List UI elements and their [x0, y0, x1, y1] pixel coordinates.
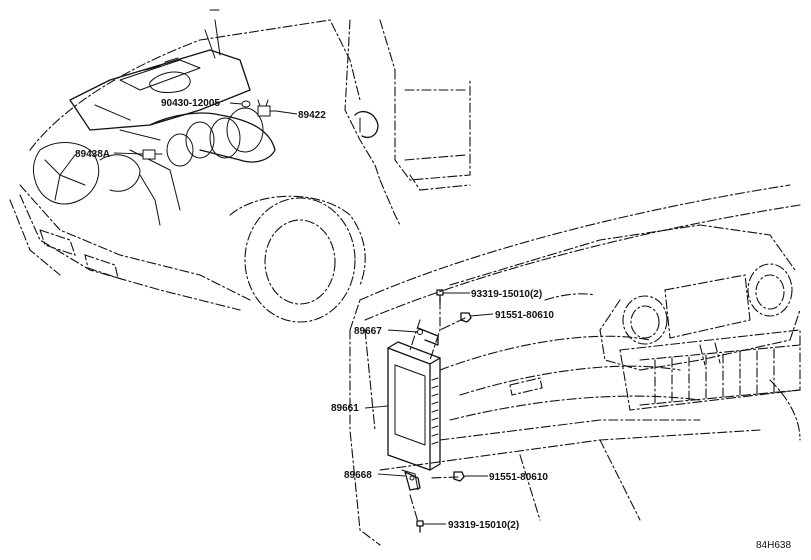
label-91551-80610-bottom: 91551-80610 — [489, 472, 548, 483]
leader-89668 — [377, 473, 406, 477]
leader-91551-top — [469, 313, 494, 317]
dashboard-drawing — [349, 184, 801, 546]
washer-90430-icon — [241, 100, 251, 108]
label-93319-15010-top: 93319-15010(2) — [471, 289, 542, 300]
label-89667: 89667 — [354, 326, 382, 337]
label-89438a: 89438A — [75, 149, 110, 160]
leader-89422 — [275, 110, 298, 115]
sensor-89422-icon — [257, 99, 277, 117]
sensor-89438a-icon — [142, 149, 163, 160]
label-89668: 89668 — [344, 470, 372, 481]
leader-89438a — [113, 152, 144, 155]
label-93319-15010-bottom: 93319-15010(2) — [448, 520, 519, 531]
engine-bay-drawing — [9, 9, 471, 323]
label-89422: 89422 — [298, 110, 326, 121]
nut-91551-top-icon — [460, 312, 472, 323]
label-91551-80610-top: 91551-80610 — [495, 310, 554, 321]
nut-91551-bottom-icon — [453, 471, 465, 482]
leader-89667 — [387, 329, 419, 333]
bolt-93319-bottom-icon — [416, 520, 424, 533]
label-89661: 89661 — [331, 403, 359, 414]
ecu-89661-icon — [387, 341, 441, 491]
bolt-93319-top-icon — [436, 289, 444, 303]
leader-90430 — [229, 102, 243, 105]
bracket-89668-icon — [404, 471, 421, 491]
leader-89661 — [364, 405, 389, 409]
bracket-89667-icon — [417, 327, 439, 346]
label-90430-12005: 90430-12005 — [161, 98, 220, 109]
diagram-code: 84H638 — [756, 540, 791, 551]
